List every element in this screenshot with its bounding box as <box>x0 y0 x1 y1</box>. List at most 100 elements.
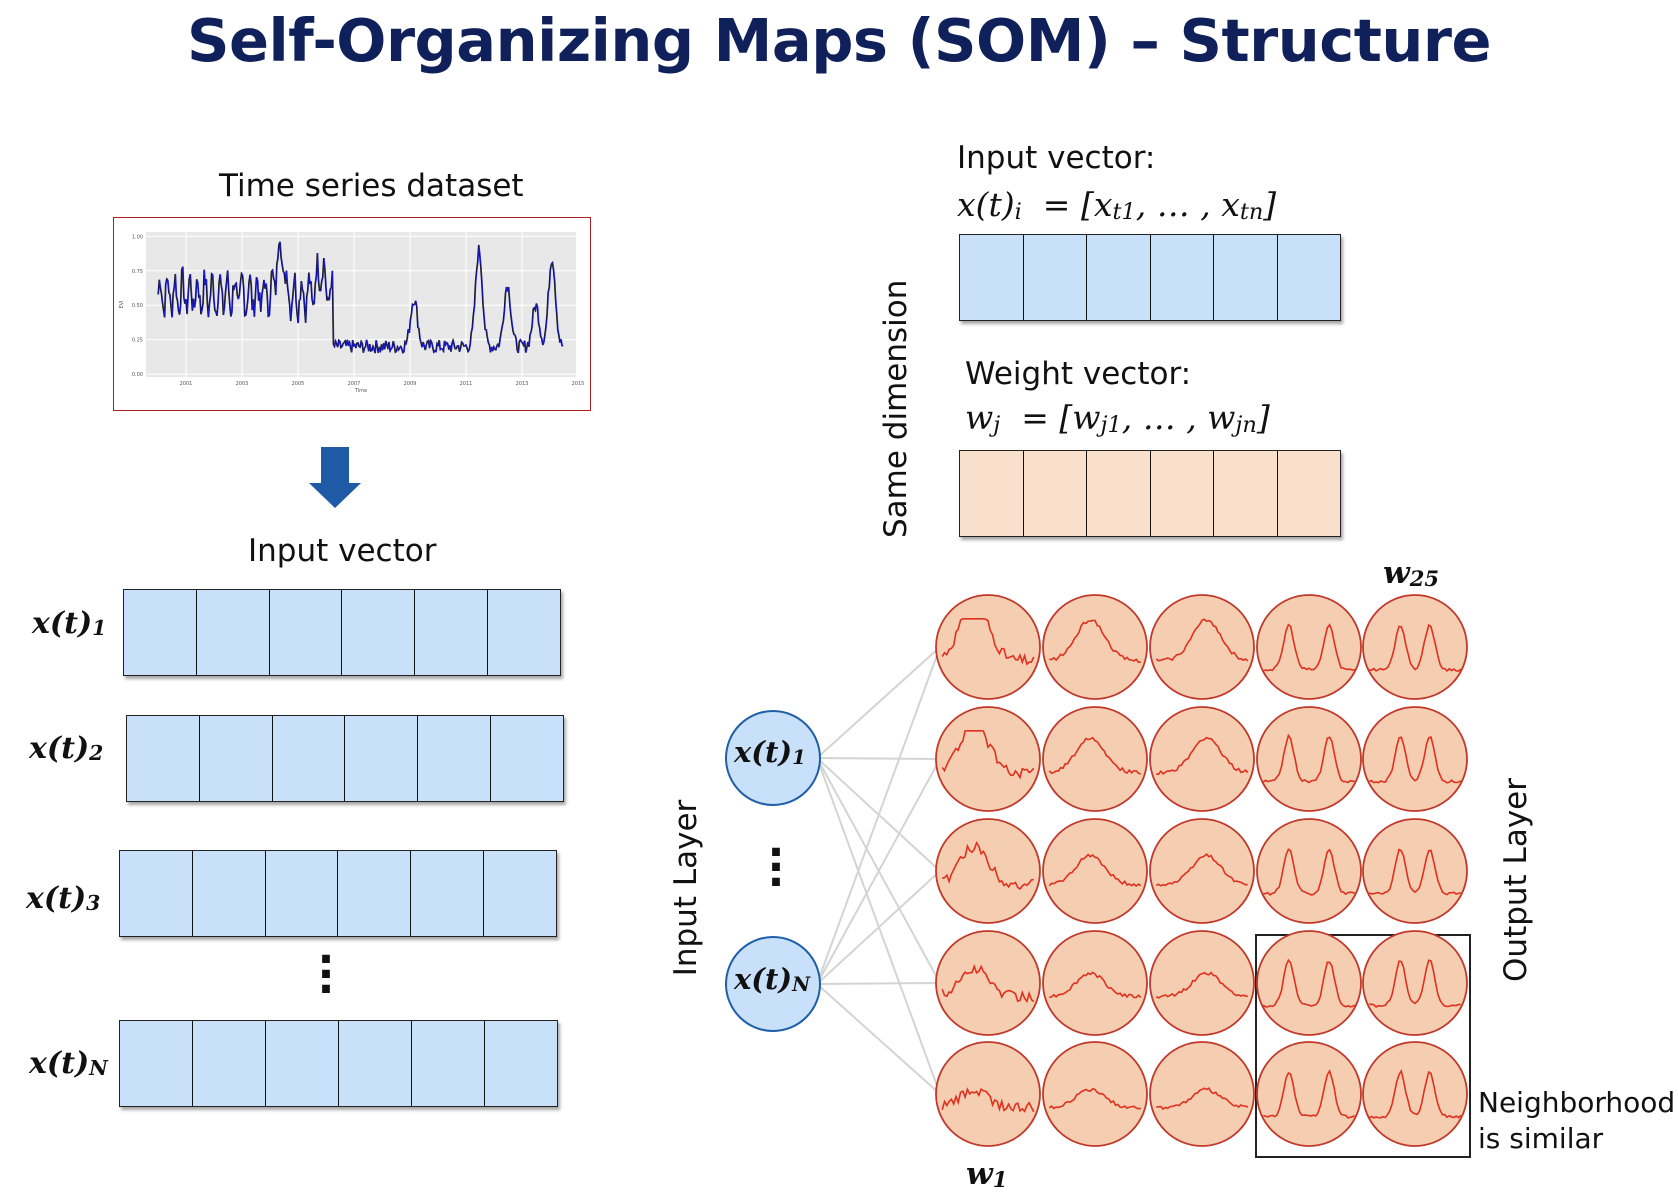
output-node <box>1149 706 1255 812</box>
prototype-curve <box>1156 736 1249 776</box>
output-node <box>1362 594 1468 700</box>
output-node <box>1149 1041 1255 1147</box>
input-vector-cells <box>959 234 1341 321</box>
x-tick-label: 2007 <box>348 381 361 387</box>
connection-line <box>816 982 941 985</box>
series-line <box>158 241 564 354</box>
input-vector-row-n <box>119 1020 558 1107</box>
ellipsis-input: ··· <box>767 827 785 908</box>
prototype-curve <box>1049 971 1142 999</box>
output-node <box>1256 818 1362 924</box>
y-tick-label: 0.50 <box>132 303 143 309</box>
x-tick-label: 2001 <box>180 381 193 387</box>
time-series-chart: 0.00 0.25 0.50 0.75 1.00 2001 2003 2005 2007 2009… <box>113 217 591 411</box>
prototype-curve <box>1368 1068 1462 1119</box>
y-tick-label: 0.00 <box>132 372 143 378</box>
prototype-curve <box>941 963 1035 1004</box>
output-node <box>1042 1041 1148 1147</box>
x-tick-label: 2013 <box>516 381 529 387</box>
y-tick-label: 0.75 <box>132 269 143 275</box>
prototype-curve <box>1048 1087 1141 1110</box>
output-node <box>1362 706 1468 812</box>
y-tick-label: 1.00 <box>132 234 143 240</box>
output-node <box>935 818 1041 924</box>
time-series-plot: 0.00 0.25 0.50 0.75 1.00 2001 2003 2005 2007 2009… <box>119 232 585 394</box>
prototype-curve <box>942 840 1034 891</box>
connection-line <box>816 758 941 985</box>
weight-vector-formula: wj = [wj1, … , wjn] <box>965 398 1270 438</box>
prototype-curve <box>1368 848 1462 896</box>
neighborhood-line-2: is similar <box>1478 1122 1604 1155</box>
row-label-2: x(t)2 <box>29 731 104 766</box>
prototype-curve <box>1048 736 1142 775</box>
input-vector-row-2 <box>126 715 564 802</box>
output-node <box>1256 594 1362 700</box>
input-node-1 <box>725 710 821 806</box>
connection-line <box>816 757 941 1095</box>
output-node <box>1042 930 1148 1036</box>
input-node-1-label: x(t)1 <box>734 735 806 770</box>
prototype-curve <box>1155 618 1249 662</box>
connection-line <box>816 646 941 985</box>
input-node-n <box>725 936 821 1032</box>
w1-label: w1 <box>966 1156 1008 1192</box>
output-node <box>1042 594 1148 700</box>
output-node <box>1362 930 1468 1036</box>
neighborhood-box <box>1255 934 1471 1158</box>
output-node <box>1149 818 1255 924</box>
prototype-curve <box>1049 619 1141 663</box>
x-tick-label: 2003 <box>236 381 249 387</box>
x-tick-label: 2009 <box>404 381 417 387</box>
prototype-curve <box>1262 733 1355 784</box>
output-node <box>1256 930 1362 1036</box>
row-label-n: x(t)N <box>29 1046 108 1081</box>
output-node <box>1042 706 1148 812</box>
output-node <box>1362 818 1468 924</box>
page-title: Self-Organizing Maps (SOM) – Structure <box>186 6 1492 75</box>
input-vector-formula: x(t)i = [xt1, … , xtn] <box>957 185 1277 225</box>
x-tick-label: 2011 <box>460 381 473 387</box>
output-node <box>1042 818 1148 924</box>
output-node <box>1362 1041 1468 1147</box>
weight-vector-title: Weight vector: <box>965 356 1192 392</box>
x-tick-label: 2005 <box>292 381 305 387</box>
prototype-curve <box>1048 853 1142 887</box>
output-node <box>1256 706 1362 812</box>
input-vector-row-1 <box>123 589 561 676</box>
prototype-curve <box>1368 736 1462 784</box>
prototype-curve <box>941 617 1035 666</box>
input-vector-label: Input vector <box>248 533 437 569</box>
w25-label: w25 <box>1383 555 1440 591</box>
output-node <box>1149 594 1255 700</box>
x-axis-label: Time <box>354 388 367 394</box>
x-tick-label: 2015 <box>572 381 585 387</box>
input-node-n-label: x(t)N <box>734 962 811 997</box>
prototype-curve <box>1263 623 1355 672</box>
dataset-label: Time series dataset <box>219 168 524 204</box>
connection-line <box>816 983 941 1095</box>
input-vector-row-3 <box>119 850 557 937</box>
prototype-curve <box>1155 852 1248 887</box>
output-node <box>1256 1041 1362 1147</box>
output-node <box>935 594 1041 700</box>
y-tick-label: 0.25 <box>132 338 143 344</box>
row-label-3: x(t)3 <box>26 881 101 916</box>
prototype-curve <box>1156 1087 1249 1111</box>
output-node <box>935 930 1041 1036</box>
row-label-1: x(t)1 <box>32 606 107 641</box>
neighborhood-note: Neighborhood is similar <box>1478 1085 1675 1157</box>
prototype-curve <box>1262 1069 1356 1119</box>
connection-line <box>816 646 941 759</box>
prototype-curve <box>941 729 1035 780</box>
output-node <box>1149 930 1255 1036</box>
prototype-curve <box>1262 958 1356 1008</box>
prototype-curve <box>1155 971 1248 999</box>
connection-line <box>816 757 941 760</box>
output-node <box>935 706 1041 812</box>
neighborhood-line-1: Neighborhood <box>1478 1086 1676 1119</box>
prototype-curve <box>1263 848 1356 896</box>
weight-vector-cells <box>959 450 1341 537</box>
prototype-curve <box>941 1087 1035 1113</box>
input-vector-title: Input vector: <box>957 140 1156 176</box>
